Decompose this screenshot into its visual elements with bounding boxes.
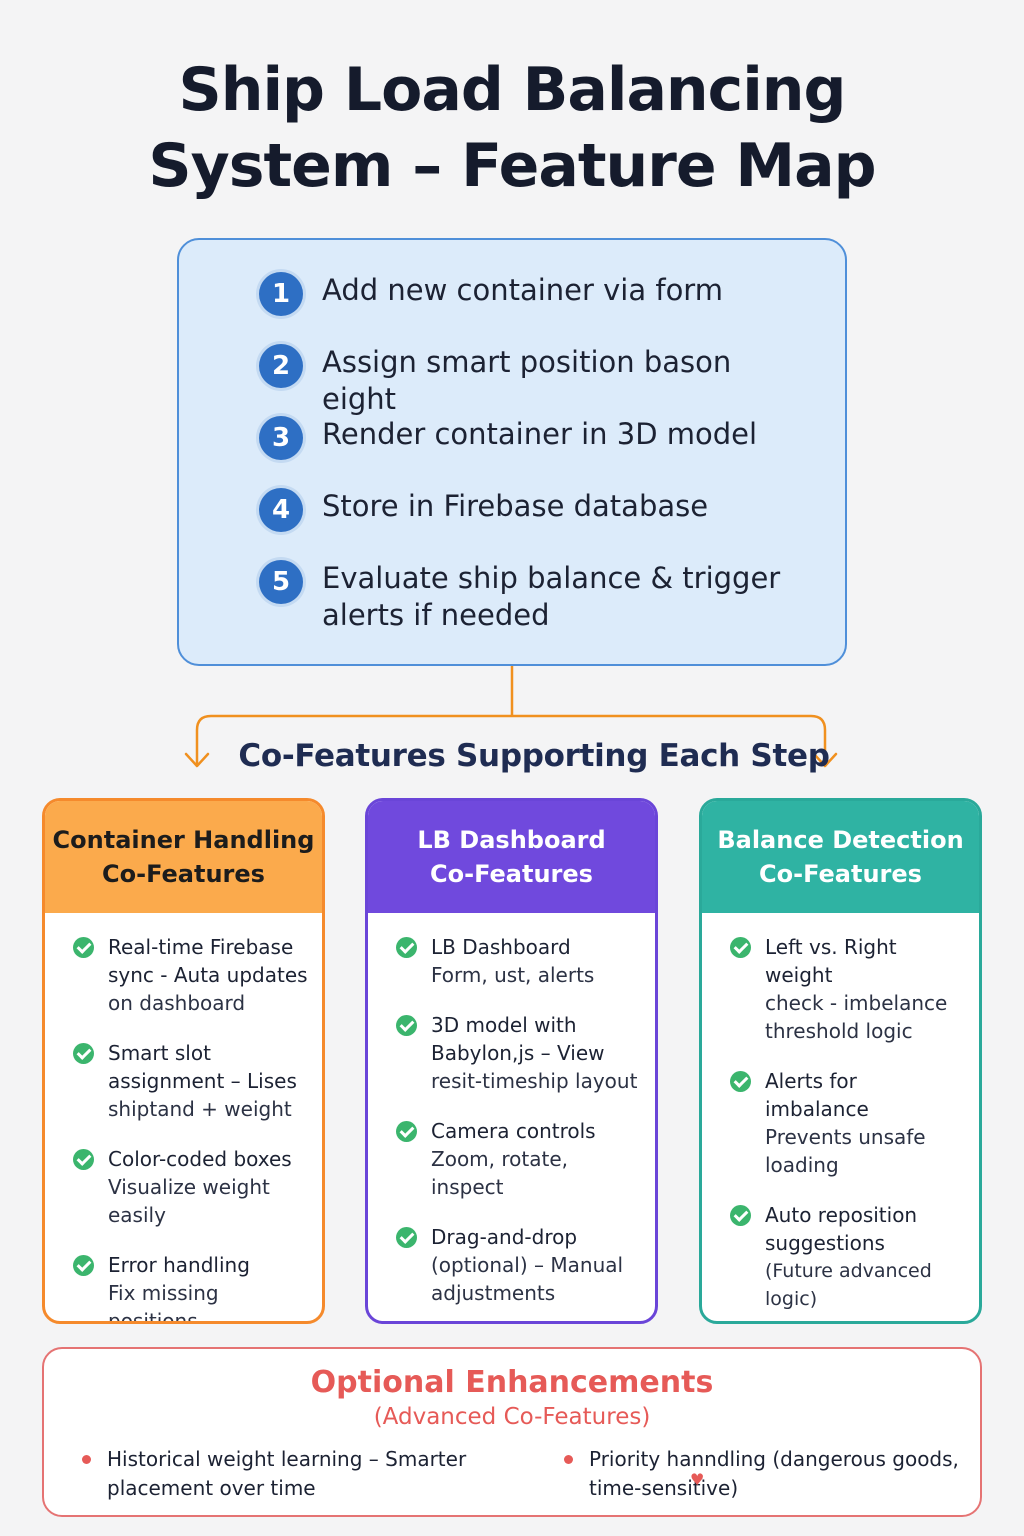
feature-title: Auto reposition suggestions — [765, 1203, 918, 1255]
check-circle-icon — [396, 1015, 417, 1036]
connector-arrows — [184, 666, 838, 768]
check-circle-icon — [730, 1071, 751, 1092]
bullet-dot-icon — [82, 1455, 91, 1464]
card-title-line1: Balance Detection — [717, 826, 964, 854]
card-title-line2: Co-Features — [102, 860, 265, 888]
check-circle-icon — [396, 1227, 417, 1248]
check-circle-icon — [396, 1121, 417, 1142]
steps-panel: 1 Add new container via form 2 Assign sm… — [177, 238, 847, 666]
feature-title: Color-coded boxes — [108, 1147, 292, 1171]
feature-item: 3D model with Babylon,js – View resit-tim… — [396, 1011, 641, 1095]
feature-desc: Visualize weight easily — [108, 1175, 270, 1227]
feature-title: Camera controls — [431, 1119, 596, 1143]
feature-title: Real-time Firebase sync - Auta updates — [108, 935, 308, 987]
feature-desc: Fix missing positions — [108, 1281, 219, 1324]
connector-branch — [195, 714, 827, 764]
optional-item-text: Priority hanndling (dangerous goods, tim… — [589, 1447, 959, 1500]
feature-desc: Zoom, rotate, inspect — [431, 1147, 568, 1199]
step-text: Render container in 3D model — [322, 417, 758, 451]
page-title-line2: System – Feature Map — [148, 131, 876, 201]
card-container-handling: Container Handling Co-Features Real-time… — [42, 798, 325, 1324]
feature-desc: resit-timeship layout — [431, 1069, 638, 1093]
card-header: LB Dashboard Co-Features — [368, 801, 655, 913]
card-balance-detection: Balance Detection Co-Features Left vs. R… — [699, 798, 982, 1324]
step-text: Store in Firebase database — [322, 489, 709, 523]
step-number-badge: 4 — [259, 488, 303, 532]
feature-title: 3D model with Babylon,js – View — [431, 1013, 605, 1065]
feature-title: Smart slot assignment – Lises — [108, 1041, 297, 1093]
feature-desc: check - imbelance threshold logic — [765, 991, 948, 1043]
step-text: Evaluate ship balance & trigger alerts i… — [322, 561, 781, 632]
feature-title: Error handling — [108, 1253, 250, 1277]
step-number-badge: 2 — [259, 344, 303, 388]
feature-item: Auto reposition suggestions(Future advan… — [730, 1201, 965, 1313]
bullet-dot-icon — [564, 1455, 573, 1464]
step-number-badge: 3 — [259, 416, 303, 460]
feature-title: Drag-and-drop — [431, 1225, 578, 1249]
check-circle-icon — [396, 937, 417, 958]
feature-desc: (Future advanced logic) — [765, 1260, 932, 1310]
step-number-badge: 1 — [259, 272, 303, 316]
optional-item: Historical weight learning – Smarter pla… — [82, 1445, 482, 1503]
check-circle-icon — [730, 1205, 751, 1226]
card-title-line2: Co-Features — [430, 860, 593, 888]
step-4: 4 Store in Firebase database — [259, 488, 802, 532]
optional-item-text: Historical weight learning – Smarter pla… — [107, 1447, 467, 1500]
optional-title: Optional Enhancements — [310, 1365, 714, 1400]
feature-title: Alerts for imbalance — [765, 1069, 869, 1121]
feature-desc: Form, ust, alerts — [431, 963, 595, 987]
feature-title: LB Dashboard — [431, 935, 571, 959]
arrow-down-icon — [812, 752, 838, 768]
page-title-line1: Ship Load Balancing — [178, 55, 847, 125]
step-1: 1 Add new container via form — [259, 272, 802, 316]
card-title-line1: Container Handling — [52, 826, 315, 854]
step-5: 5 Evaluate ship balance & trigger alerts… — [259, 560, 802, 634]
feature-desc: Prevents unsafe loading — [765, 1125, 926, 1177]
optional-item: Priority hanndling (dangerous goods, tim… — [564, 1445, 964, 1503]
check-circle-icon — [73, 1043, 94, 1064]
feature-item: Smart slot assignment – Lises shiptand + … — [73, 1039, 308, 1123]
card-title-line2: Co-Features — [759, 860, 922, 888]
check-circle-icon — [73, 1149, 94, 1170]
check-circle-icon — [73, 937, 94, 958]
feature-desc: on dashboard — [108, 991, 246, 1015]
card-title-line1: LB Dashboard — [417, 826, 606, 854]
heart-icon: ♥ — [690, 1470, 705, 1489]
cofeatures-heading: Co-Features Supporting Each Step — [238, 738, 830, 774]
card-body: Real-time Firebase sync - Auta updates on… — [45, 913, 322, 1324]
optional-subtitle: (Advanced Co-Features) — [373, 1404, 651, 1430]
check-circle-icon — [73, 1255, 94, 1276]
step-number-badge: 5 — [259, 560, 303, 604]
feature-desc: shiptand + weight — [108, 1097, 292, 1121]
step-text: Assign smart position bason eight — [322, 345, 732, 416]
feature-item: Real-time Firebase sync - Auta updates on… — [73, 933, 308, 1017]
arrow-down-icon — [184, 752, 210, 768]
feature-title: Left vs. Right weight — [765, 935, 897, 987]
step-2: 2 Assign smart position bason eight — [259, 344, 802, 418]
optional-enhancements-panel: Optional Enhancements (Advanced Co-Featu… — [42, 1347, 982, 1517]
step-3: 3 Render container in 3D model — [259, 416, 802, 460]
check-circle-icon — [730, 937, 751, 958]
feature-item: Drag-and-drop (optional) – Manual adjustm… — [396, 1223, 641, 1307]
page-title: Ship Load Balancing System – Feature Map — [0, 52, 1024, 204]
feature-desc: (optional) – Manual adjustments — [431, 1253, 624, 1305]
card-header: Container Handling Co-Features — [45, 801, 322, 913]
step-text: Add new container via form — [322, 273, 723, 307]
card-header: Balance Detection Co-Features — [702, 801, 979, 913]
